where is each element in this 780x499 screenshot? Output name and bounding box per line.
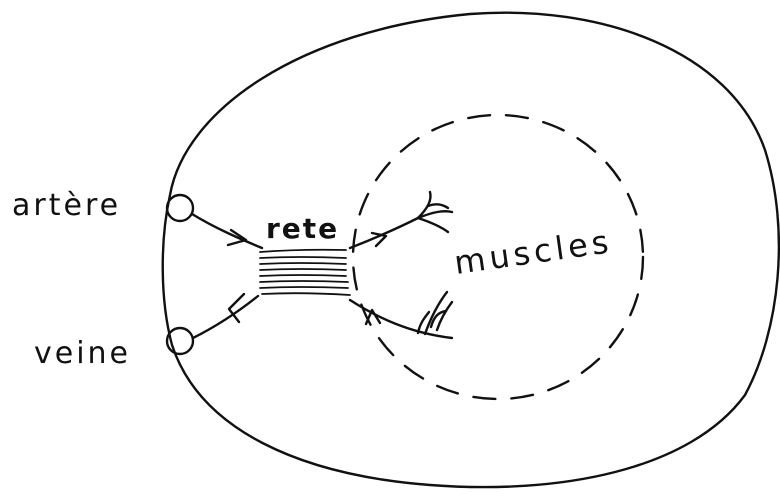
vein-outflow-line [193,296,258,338]
vein-label: veine [34,336,131,371]
artery-inflow-line [192,214,262,248]
rete-vessel-bundle [260,250,350,295]
artery-opening-circle [167,195,193,221]
artery-label: artère [12,188,121,223]
arterial-branch-arrow-icon [372,233,386,246]
muscles-label: muscles [452,222,615,282]
rete-label: rete [266,212,339,245]
